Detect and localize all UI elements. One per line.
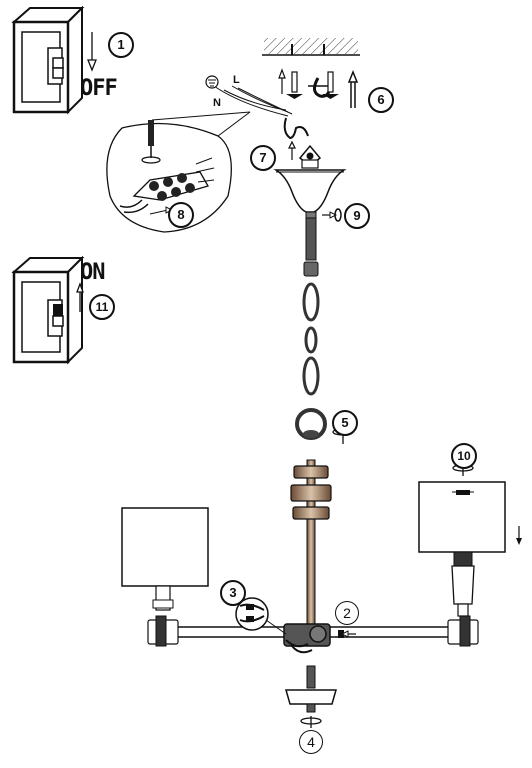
screwdriver-icon — [141, 120, 161, 164]
neutral-wire-label: N — [213, 97, 221, 109]
left-shade — [121, 507, 209, 611]
step-11-badge: 11 — [89, 294, 115, 320]
canopy-connector — [288, 140, 322, 169]
central-hub — [283, 623, 356, 654]
bottom-cap-ring-icon — [300, 716, 322, 728]
ceiling-hook-icon — [278, 68, 359, 108]
canopy — [273, 169, 347, 219]
right-shade — [418, 481, 506, 617]
step-5-badge: 5 — [332, 410, 358, 436]
bottom-cap — [285, 665, 337, 713]
step-7-badge: 7 — [250, 145, 276, 171]
arrow-up-icon — [76, 282, 84, 312]
ground-symbol-icon — [205, 75, 219, 89]
terminal-block-detail — [106, 111, 251, 233]
breaker-switch-off-icon — [11, 5, 85, 115]
step-10-badge: 10 — [451, 443, 477, 469]
chain — [295, 217, 327, 440]
switch-on-label: ON — [80, 260, 105, 285]
supply-wires — [213, 85, 309, 140]
step-4-badge: 4 — [299, 730, 323, 754]
central-column — [290, 459, 332, 631]
step-2-badge: 2 — [335, 601, 359, 625]
live-wire-label: L — [233, 74, 240, 86]
arm-connector-detail — [235, 597, 287, 635]
step-3-badge: 3 — [220, 580, 246, 606]
shade-arrow-down-icon — [516, 526, 522, 545]
step-9-badge: 9 — [344, 203, 370, 229]
ceiling-hatch — [262, 38, 360, 56]
step-8-badge: 8 — [168, 202, 194, 228]
step-6-badge: 6 — [368, 87, 394, 113]
arrow-down-icon — [87, 32, 97, 72]
canopy-ring-icon — [322, 208, 342, 222]
step-1-badge: 1 — [108, 32, 134, 58]
breaker-switch-on-icon — [11, 255, 85, 365]
switch-off-label: OFF — [80, 76, 118, 101]
